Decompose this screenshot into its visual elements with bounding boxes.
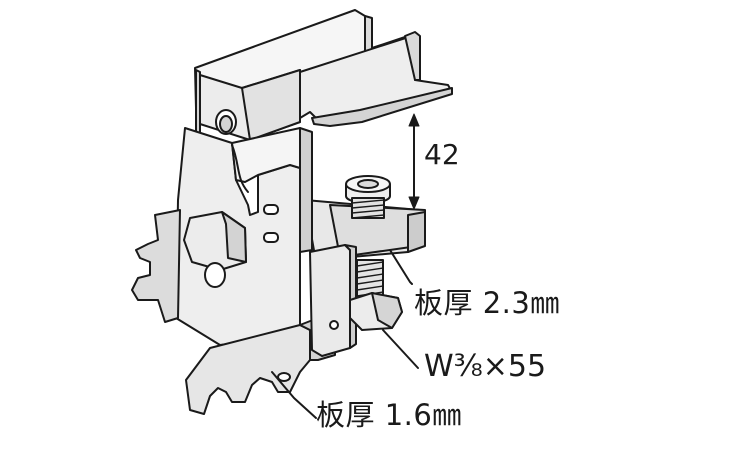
side-hex-bolt bbox=[183, 211, 247, 288]
left-flange bbox=[131, 209, 181, 323]
bolt-shank bbox=[349, 259, 403, 331]
top-jaw bbox=[299, 31, 453, 127]
upper-plate-thickness-label: 板厚 2.3㎜ bbox=[414, 286, 560, 320]
dimension-label: 42 bbox=[424, 138, 460, 171]
dimension-42 bbox=[408, 113, 420, 210]
leader-lines bbox=[271, 249, 419, 419]
bolt-spec-label: W⅜×55 bbox=[424, 349, 547, 384]
rear-channel bbox=[194, 9, 409, 141]
lower-plate-thickness-label: 板厚 1.6㎜ bbox=[316, 398, 462, 432]
bolt-head bbox=[345, 175, 391, 219]
